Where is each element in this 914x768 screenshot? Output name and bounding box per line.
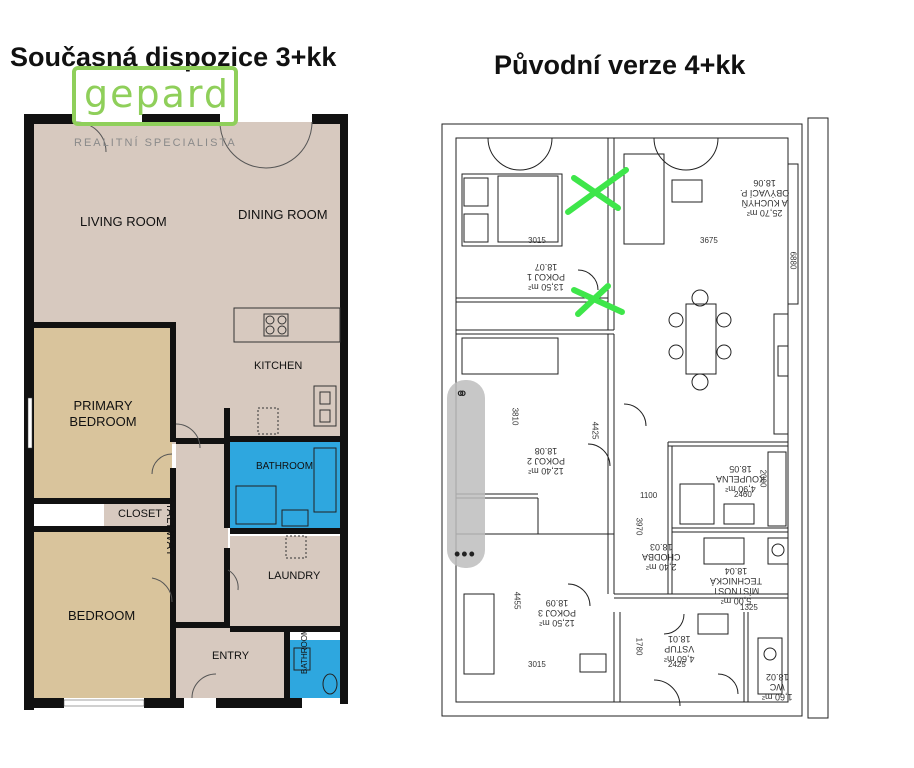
dimension-label: 3970 — [634, 517, 644, 536]
primary-bedroom-floor — [32, 326, 172, 502]
dimension-label: 3015 — [528, 236, 546, 245]
room-label-entry: ENTRY — [212, 650, 250, 662]
original-floor-plan — [428, 114, 834, 722]
room-label-living: LIVING ROOM — [80, 214, 167, 229]
dimension-label: 4425 — [590, 421, 600, 440]
room-label-bathroom1: BATHROOM — [256, 461, 314, 472]
dimension-label: 6880 — [788, 251, 798, 270]
more-options-icon[interactable]: ••• — [454, 544, 476, 564]
room-label-laundry: LAUNDRY — [268, 570, 321, 582]
room-label-kitchen: KITCHEN — [254, 360, 303, 372]
room-label-closet: CLOSET — [118, 508, 163, 520]
dimension-label: 3810 — [510, 407, 520, 426]
entry-floor — [176, 628, 286, 698]
bathroom2-floor — [288, 640, 342, 698]
room-label-bedroom: BEDROOM — [68, 608, 136, 623]
gepard-logo-text: gepard — [84, 72, 230, 116]
dimension-label: 4455 — [512, 591, 522, 610]
dimension-label: 1780 — [634, 637, 644, 656]
gepard-logo-tagline: REALITNÍ SPECIALISTA — [74, 137, 237, 149]
viewer-scroll-handle[interactable] — [447, 380, 485, 568]
original-layout-heading: Původní verze 4+kk — [494, 50, 746, 80]
room-label-bathroom2: BATHROOM — [300, 628, 309, 674]
bedroom-floor — [32, 528, 172, 698]
dimension-label: 3015 — [528, 660, 546, 669]
current-floor-plan — [24, 108, 348, 710]
link-icon[interactable]: ⚭ — [455, 386, 469, 403]
dimension-label: 2000 — [758, 469, 768, 488]
room-label-dining: DINING ROOM — [238, 207, 328, 222]
gepard-logo-frame — [72, 66, 238, 126]
dimension-label: 2425 — [668, 660, 686, 669]
dimension-label: 1325 — [740, 603, 758, 612]
laundry-floor — [230, 536, 342, 628]
closet-floor — [104, 502, 174, 528]
dimension-label: 2460 — [734, 490, 752, 499]
dimension-label: 3675 — [700, 236, 718, 245]
dimension-label: 1100 — [640, 491, 658, 500]
room-label-primary-bedroom: PRIMARY BEDROOM — [69, 398, 137, 429]
room-label-hallway: HALLWAY — [164, 500, 176, 558]
